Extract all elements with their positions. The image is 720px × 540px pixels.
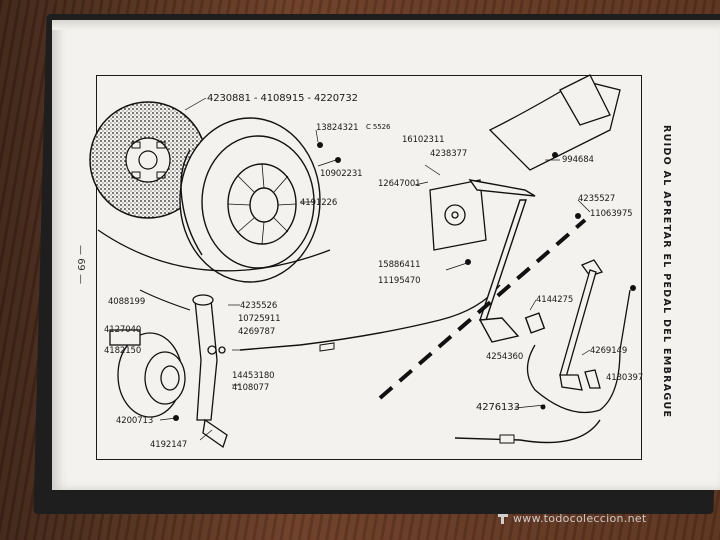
part-label: 994684 [562,155,594,165]
part-label: 4269787 [238,327,276,337]
part-label: 12647001 [378,179,421,189]
release-bearing [109,329,186,418]
part-label: 4269149 [590,346,628,356]
part-label: 10902231 [320,169,363,179]
part-label: 4127040 [104,325,142,335]
part-label: 4235527 [578,194,616,204]
diagram-frame [96,75,642,460]
part-label: 10725911 [238,314,281,324]
page-top-curl [52,20,720,30]
part-label: 4235526 [240,301,278,311]
bell-housing-outline [97,229,331,272]
part-label: 11195470 [378,276,421,286]
part-label: 4108077 [232,383,270,393]
part-label: 13824321 [316,123,359,133]
spring [139,289,191,311]
release-fork [192,294,228,449]
lower-cable-adjuster [499,434,515,444]
part-label: 4230881 - 4108915 - 4220732 [207,93,358,104]
part-label: 4130397 [606,373,644,383]
part-label: 4238377 [430,149,468,159]
clutch-cable [239,284,501,351]
part-label: 15886411 [378,260,421,270]
part-label: 4200713 [116,416,154,426]
lower-cable [454,419,601,444]
part-label: C 5526 [366,123,391,131]
clutch-disc [89,101,207,219]
watermark-text: www.todocoleccion.net [513,512,647,525]
return-rod [526,289,631,414]
part-label: 4254360 [486,352,524,362]
clutch-pedal-arm [468,179,546,343]
part-label: 14453180 [232,371,275,381]
part-label: 4144275 [536,295,574,305]
part-label: 4182150 [104,346,142,356]
section-title: RUIDO AL APRETAR EL PEDAL DEL EMBRAGUE [661,125,672,419]
pressure-plate [179,117,321,283]
dashed-separator [378,218,587,400]
cable-adjuster [319,342,335,352]
page-number: — 69 — [75,245,86,285]
part-label: 4191226 [300,198,338,208]
part-label: 4276133 [476,402,520,413]
part-label: 4088199 [108,297,146,307]
part-label: 11063975 [590,209,633,219]
brake-lever [559,259,604,391]
part-label: 4192147 [150,440,188,450]
part-label: 16102311 [402,135,445,145]
small-fasteners [173,142,636,421]
pedal-bracket [429,74,621,251]
watermark-logo-icon [498,514,508,524]
